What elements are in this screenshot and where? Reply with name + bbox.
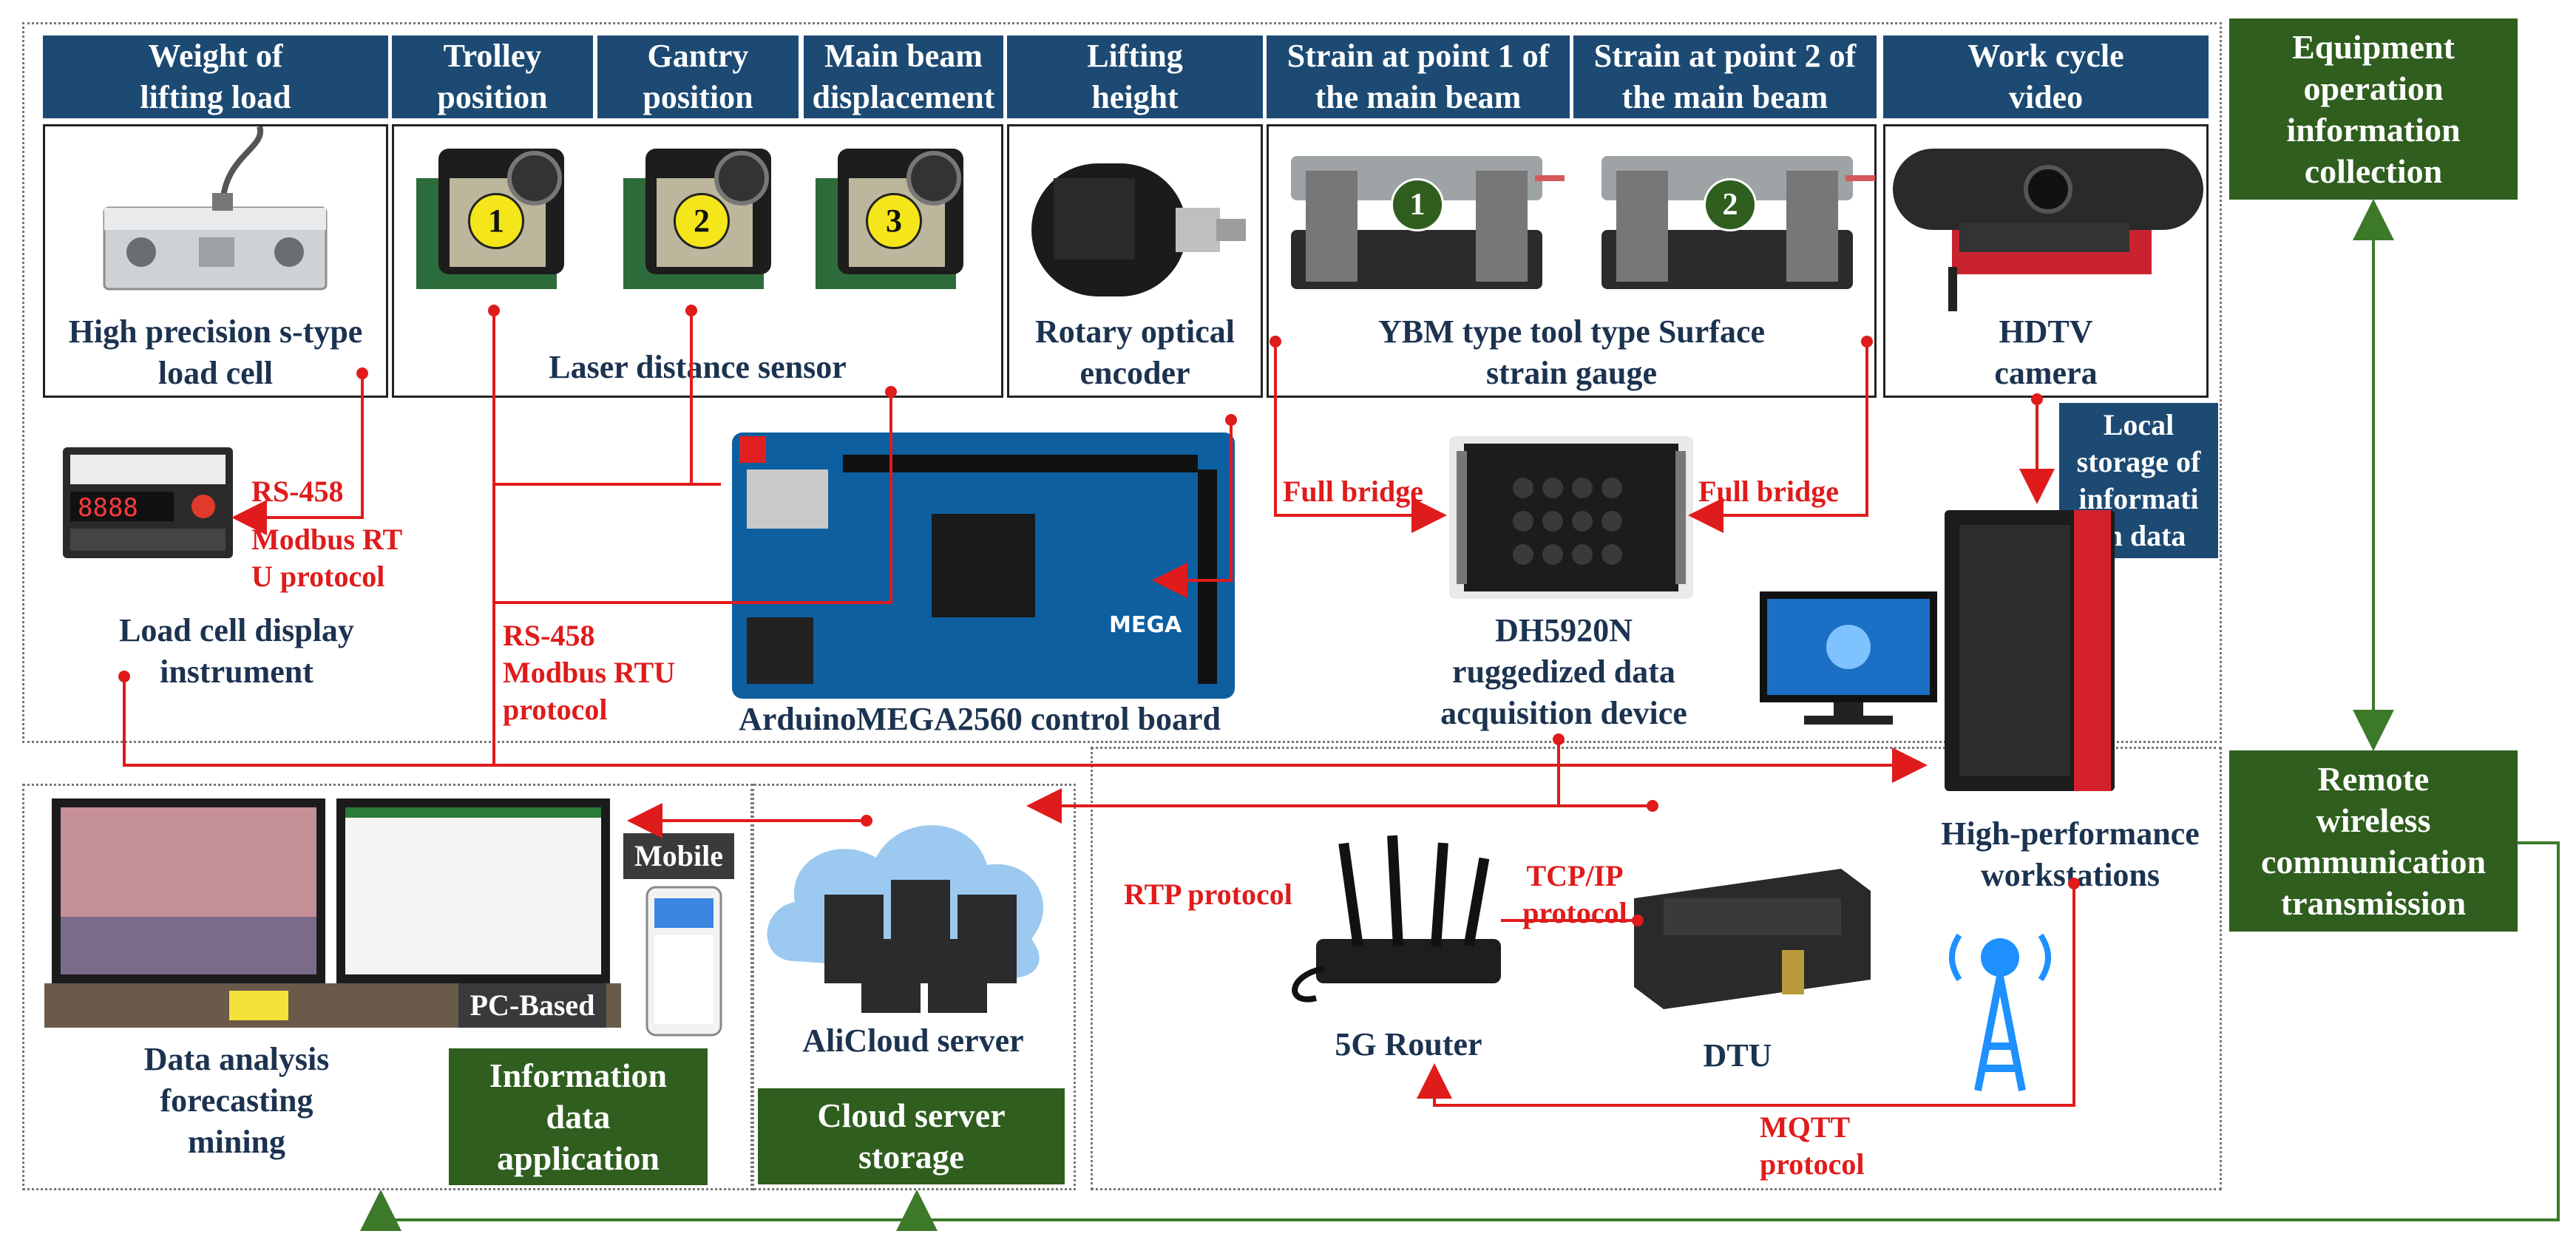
full-bridge-left: Full bridge [1283, 475, 1424, 508]
mobile-tag: Mobile [623, 833, 734, 879]
arduino-label: ArduinoMEGA2560 control board [739, 701, 1221, 737]
info-app-box: Information data application [449, 1048, 708, 1185]
camera-label: HDTV camera [1994, 313, 2098, 391]
header-weight: Weight of lifting load [43, 35, 388, 118]
mqtt-label: MQTT protocol [1760, 1110, 1865, 1181]
svg-text:8888: 8888 [78, 493, 138, 523]
svg-text:MEGA: MEGA [1109, 612, 1182, 638]
load-cell-label: High precision s-type load cell [68, 313, 363, 391]
transmission-zone [1091, 747, 2222, 1190]
camera-image [1893, 149, 2203, 311]
mobile-phone-image [645, 886, 722, 1037]
tcpip-label: TCP/IP protocol [1522, 859, 1627, 929]
encoder-image [1031, 163, 1246, 296]
gauge-marker-2-circle [1704, 178, 1757, 231]
marker-3-text: 3 [886, 203, 902, 239]
header-trolley: Trolley position [392, 35, 593, 118]
load-display-image: 8888 [63, 447, 233, 558]
cloud-server-image [767, 825, 1044, 1013]
router-label: 5G Router [1335, 1026, 1482, 1062]
rtp-label: RTP protocol [1124, 878, 1292, 911]
workstation-image [1945, 510, 2115, 791]
panel-strain-gauge: 1 2 YBM type tool type Surface strain ga… [1267, 124, 1877, 398]
cloud-storage-box: Cloud server storage [758, 1088, 1065, 1184]
header-gantry: Gantry position [597, 35, 799, 118]
header-video: Work cycle video [1883, 35, 2209, 118]
marker-2-circle [674, 193, 730, 249]
gauge-marker-1-circle [1391, 178, 1444, 231]
load-display-label: Load cell display instrument [119, 612, 354, 690]
header-beam-displacement: Main beam displacement [804, 35, 1003, 118]
full-bridge-right: Full bridge [1698, 475, 1840, 508]
gauge-marker-2-text: 2 [1722, 188, 1738, 222]
load-cell-image [103, 126, 328, 291]
panel-load-cell: High precision s-type load cell [43, 124, 388, 398]
panel-camera: HDTV camera [1883, 124, 2209, 398]
cloud-zone [750, 784, 1076, 1190]
modbus-label-a: Modbus RT U protocol [251, 523, 403, 593]
transmission-box: Remote wireless communication transmissi… [2229, 750, 2518, 932]
workstation-label: High-performance workstations [1941, 815, 2200, 893]
panel-encoder: Rotary optical encoder [1007, 124, 1263, 398]
dtu-label: DTU [1703, 1037, 1772, 1074]
arduino-board-image: MEGA [732, 433, 1235, 699]
rs458-label-a: RS-458 [251, 475, 344, 508]
rs458-label-b: RS-458 Modbus RTU protocol [503, 619, 676, 726]
marker-1-circle [468, 193, 524, 249]
tower-icon [1949, 933, 2051, 1091]
router-image [1292, 835, 1501, 1003]
dtu-image [1634, 869, 1871, 1009]
collection-box: Equipment operation information collecti… [2229, 18, 2518, 200]
dh5920n-label: DH5920N ruggedized data acquisition devi… [1440, 612, 1687, 731]
data-analysis-label: Data analysis forecasting mining [143, 1041, 330, 1160]
marker-1-text: 1 [488, 203, 504, 239]
pc-based-tag: PC-Based [458, 983, 606, 1028]
alicloud-label: AliCloud server [802, 1023, 1024, 1059]
application-zone [22, 784, 754, 1190]
collection-zone [22, 22, 2222, 743]
encoder-label: Rotary optical encoder [1034, 313, 1236, 391]
panel-laser: 1 2 3 Laser distance sensor [392, 124, 1003, 398]
laser-sensors-image [416, 149, 963, 289]
header-strain-1: Strain at point 1 of the main beam [1267, 35, 1570, 118]
strain-gauge-label: YBM type tool type Surface strain gauge [1377, 313, 1765, 391]
dh5920n-image [1449, 436, 1693, 599]
header-strain-2: Strain at point 2 of the main beam [1573, 35, 1877, 118]
monitor-image [1760, 591, 1937, 725]
gauge-marker-1-text: 1 [1409, 188, 1426, 222]
marker-3-circle [866, 193, 922, 249]
header-lifting: Lifting height [1007, 35, 1263, 118]
marker-2-text: 2 [694, 203, 710, 239]
